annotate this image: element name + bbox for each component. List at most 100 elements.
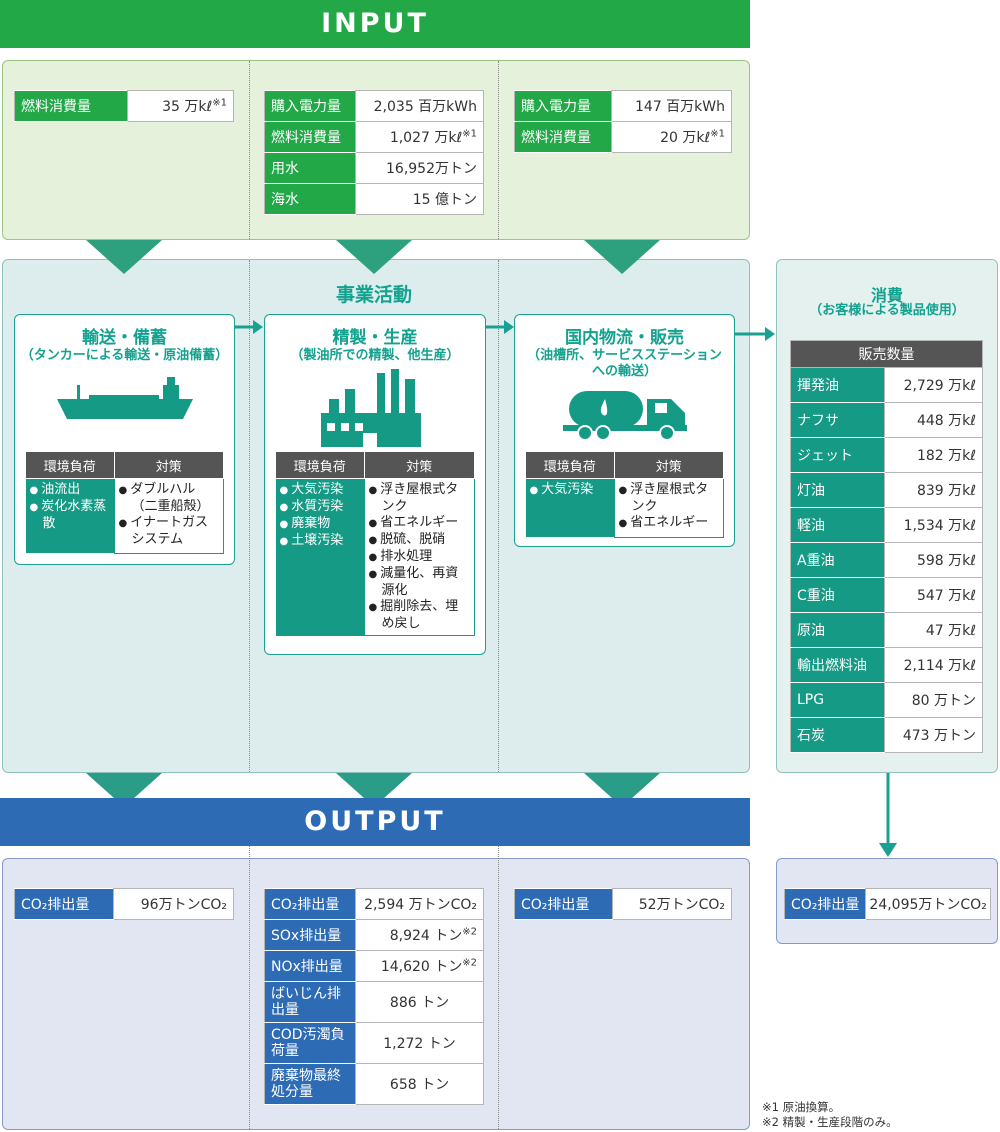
- input-value: 15 億トン: [355, 183, 484, 215]
- flow-right-arrow: [486, 320, 514, 334]
- flow-down-arrow: [584, 240, 660, 274]
- sales-value: 182 万kℓ: [884, 437, 983, 473]
- input-banner: INPUT: [0, 0, 750, 48]
- sales-header-row: 販売数量: [790, 340, 983, 368]
- list-item: 油流出: [30, 482, 110, 499]
- input-value: 16,952万トン: [355, 152, 484, 184]
- measure-header: 対策: [363, 451, 475, 479]
- flow-right-arrow: [235, 320, 263, 334]
- sales-value: 547 万kℓ: [884, 577, 983, 613]
- input-value: 35 万kℓ※1: [126, 90, 235, 122]
- flow-down-arrow: [336, 240, 412, 274]
- output-label: CO₂排出量: [783, 888, 867, 920]
- sales-label: ナフサ: [789, 402, 886, 438]
- list-item: 大気汚染: [280, 482, 360, 499]
- sales-label: C重油: [789, 577, 886, 613]
- output-label: CO₂排出量: [514, 888, 613, 920]
- load-cell: 大気汚染 水質汚染 廃棄物 土壌汚染: [275, 478, 364, 636]
- sales-value: 2,729 万kℓ: [884, 367, 983, 403]
- sales-header: 販売数量: [790, 340, 983, 368]
- sales-value: 839 万kℓ: [884, 472, 983, 508]
- load-header: 環境負荷: [25, 451, 115, 479]
- measure-cell: ダブルハル（二重船殻） イナートガスシステム: [113, 478, 224, 554]
- input-value: 20 万kℓ※1: [610, 121, 733, 153]
- business-divider-2: [498, 260, 499, 772]
- sales-value: 2,114 万kℓ: [884, 647, 983, 683]
- distribution-title: 国内物流・販売: [565, 328, 684, 348]
- list-item: ダブルハル（二重船殻）: [119, 482, 220, 515]
- output-label: CO₂排出量: [14, 888, 114, 920]
- list-item: 大気汚染: [530, 482, 610, 499]
- transport-title: 輸送・備蓄: [82, 328, 167, 348]
- list-item: 脱硫、脱硝: [369, 532, 471, 549]
- refining-subtitle: （製油所での精製、他生産）: [290, 348, 460, 363]
- consumption-subtitle: （お客様による製品使用）: [809, 303, 965, 318]
- output-value: 658 トン: [355, 1063, 484, 1105]
- output-value: 96万トンCO₂: [112, 888, 235, 920]
- flow-down-arrow: [879, 773, 897, 857]
- footnotes: ※1 原油換算。 ※2 精製・生産段階のみ。: [762, 1100, 998, 1130]
- load-cell: 大気汚染: [525, 478, 614, 537]
- input-label: 購入電力量: [263, 90, 357, 122]
- list-item: 減量化、再資源化: [369, 566, 471, 599]
- output-divider-2: [498, 846, 499, 1129]
- load-header: 環境負荷: [275, 451, 365, 479]
- output-value: 886 トン: [355, 981, 484, 1023]
- measure-cell: 浮き屋根式タンク 省エネルギー 脱硫、脱硝 排水処理 減量化、再資源化 掘削除去…: [363, 478, 475, 636]
- output-banner: OUTPUT: [0, 798, 750, 846]
- list-item: 掘削除去、埋め戻し: [369, 599, 471, 632]
- load-cell: 油流出 炭化水素蒸散: [25, 478, 114, 553]
- sales-value: 47 万kℓ: [884, 612, 983, 648]
- list-item: 省エネルギー: [619, 515, 720, 532]
- list-item: 浮き屋根式タンク: [619, 482, 720, 515]
- input-value: 1,027 万kℓ※1: [355, 121, 484, 153]
- input-label: 燃料消費量: [263, 121, 357, 153]
- output-value: 24,095万トンCO₂: [865, 888, 991, 920]
- output-label: ばいじん排出量: [264, 981, 356, 1023]
- flow-right-arrow: [735, 327, 775, 341]
- list-item: 水質汚染: [280, 499, 360, 516]
- consumption-title: 消費: [870, 286, 903, 305]
- list-item: 省エネルギー: [369, 515, 471, 532]
- sales-label: 石炭: [789, 717, 886, 753]
- output-value: 52万トンCO₂: [611, 888, 733, 920]
- list-item: 排水処理: [369, 549, 471, 566]
- measure-cell: 浮き屋根式タンク 省エネルギー: [613, 478, 724, 538]
- output-label: NOx排出量: [264, 950, 356, 982]
- output-value: 2,594 万トンCO₂: [355, 888, 484, 920]
- input-divider-2: [498, 61, 499, 239]
- output-value: 8,924 トン※2: [355, 919, 484, 951]
- input-label: 用水: [263, 152, 357, 184]
- sales-label: 灯油: [789, 472, 886, 508]
- tanker-ship-icon: [57, 377, 193, 419]
- refining-title: 精製・生産: [332, 328, 418, 348]
- input-value: 2,035 百万kWh: [355, 90, 484, 122]
- sales-value: 1,534 万kℓ: [884, 507, 983, 543]
